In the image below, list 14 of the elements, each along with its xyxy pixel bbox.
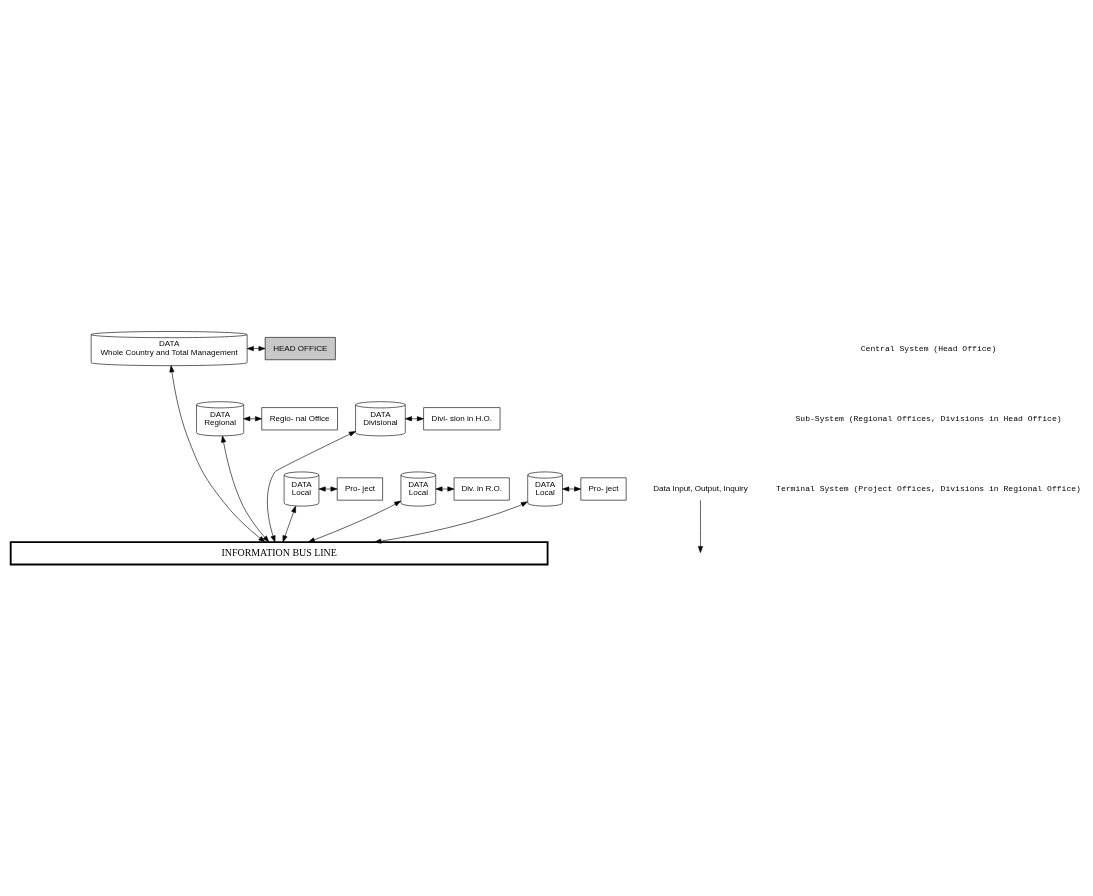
arrow <box>282 505 296 543</box>
arrow <box>267 431 356 543</box>
arrow <box>318 486 338 492</box>
arrow <box>435 486 455 492</box>
arrow <box>243 416 262 422</box>
arrow <box>308 500 402 543</box>
arrow <box>246 346 266 352</box>
arrow <box>697 500 703 553</box>
arrow <box>221 435 270 543</box>
arrow <box>169 365 266 543</box>
arrow <box>562 486 581 492</box>
arrow <box>374 501 528 544</box>
node-box: INFORMATION BUS LINE <box>9 541 549 566</box>
arrow <box>405 416 424 422</box>
